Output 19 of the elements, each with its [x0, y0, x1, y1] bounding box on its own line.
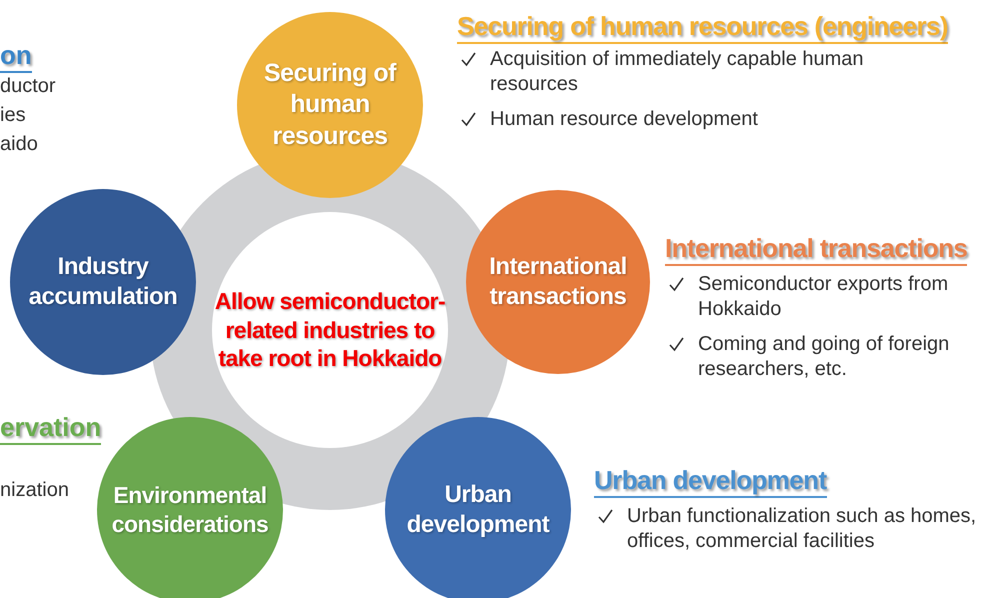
section-heading: International transactions: [665, 234, 968, 266]
bullet-text: Acquisition of immediately capable human resources: [490, 47, 865, 97]
bullet-text: aido: [0, 132, 38, 156]
section-heading: Urban development: [594, 466, 827, 498]
goal-text: Allow semiconductor-related industries to take root in Hokkaido: [214, 286, 446, 374]
bullet-text: Coming and going of foreign researchers, etc.: [698, 332, 950, 382]
bullet-text: Urban functionalization such as homes, offices, commercial facilities: [627, 504, 978, 554]
bullet-text: ies: [0, 103, 26, 127]
circle-label: Industry accumulation: [28, 252, 178, 312]
circle-label: International transactions: [488, 252, 628, 312]
circle-label: Environmental considerations: [110, 481, 270, 539]
bullet-text: nization: [0, 478, 69, 502]
circle-label: Securing of human resources: [262, 58, 398, 152]
circle-label: Urban development: [406, 480, 550, 540]
bullet-text: Human resource development: [490, 107, 759, 132]
section-heading: Securing of human resources (engineers): [457, 12, 948, 44]
bullet-text: Semiconductor exports from Hokkaido: [698, 272, 950, 322]
section-heading: on: [0, 40, 32, 74]
bullet-text: ductor: [0, 74, 56, 98]
